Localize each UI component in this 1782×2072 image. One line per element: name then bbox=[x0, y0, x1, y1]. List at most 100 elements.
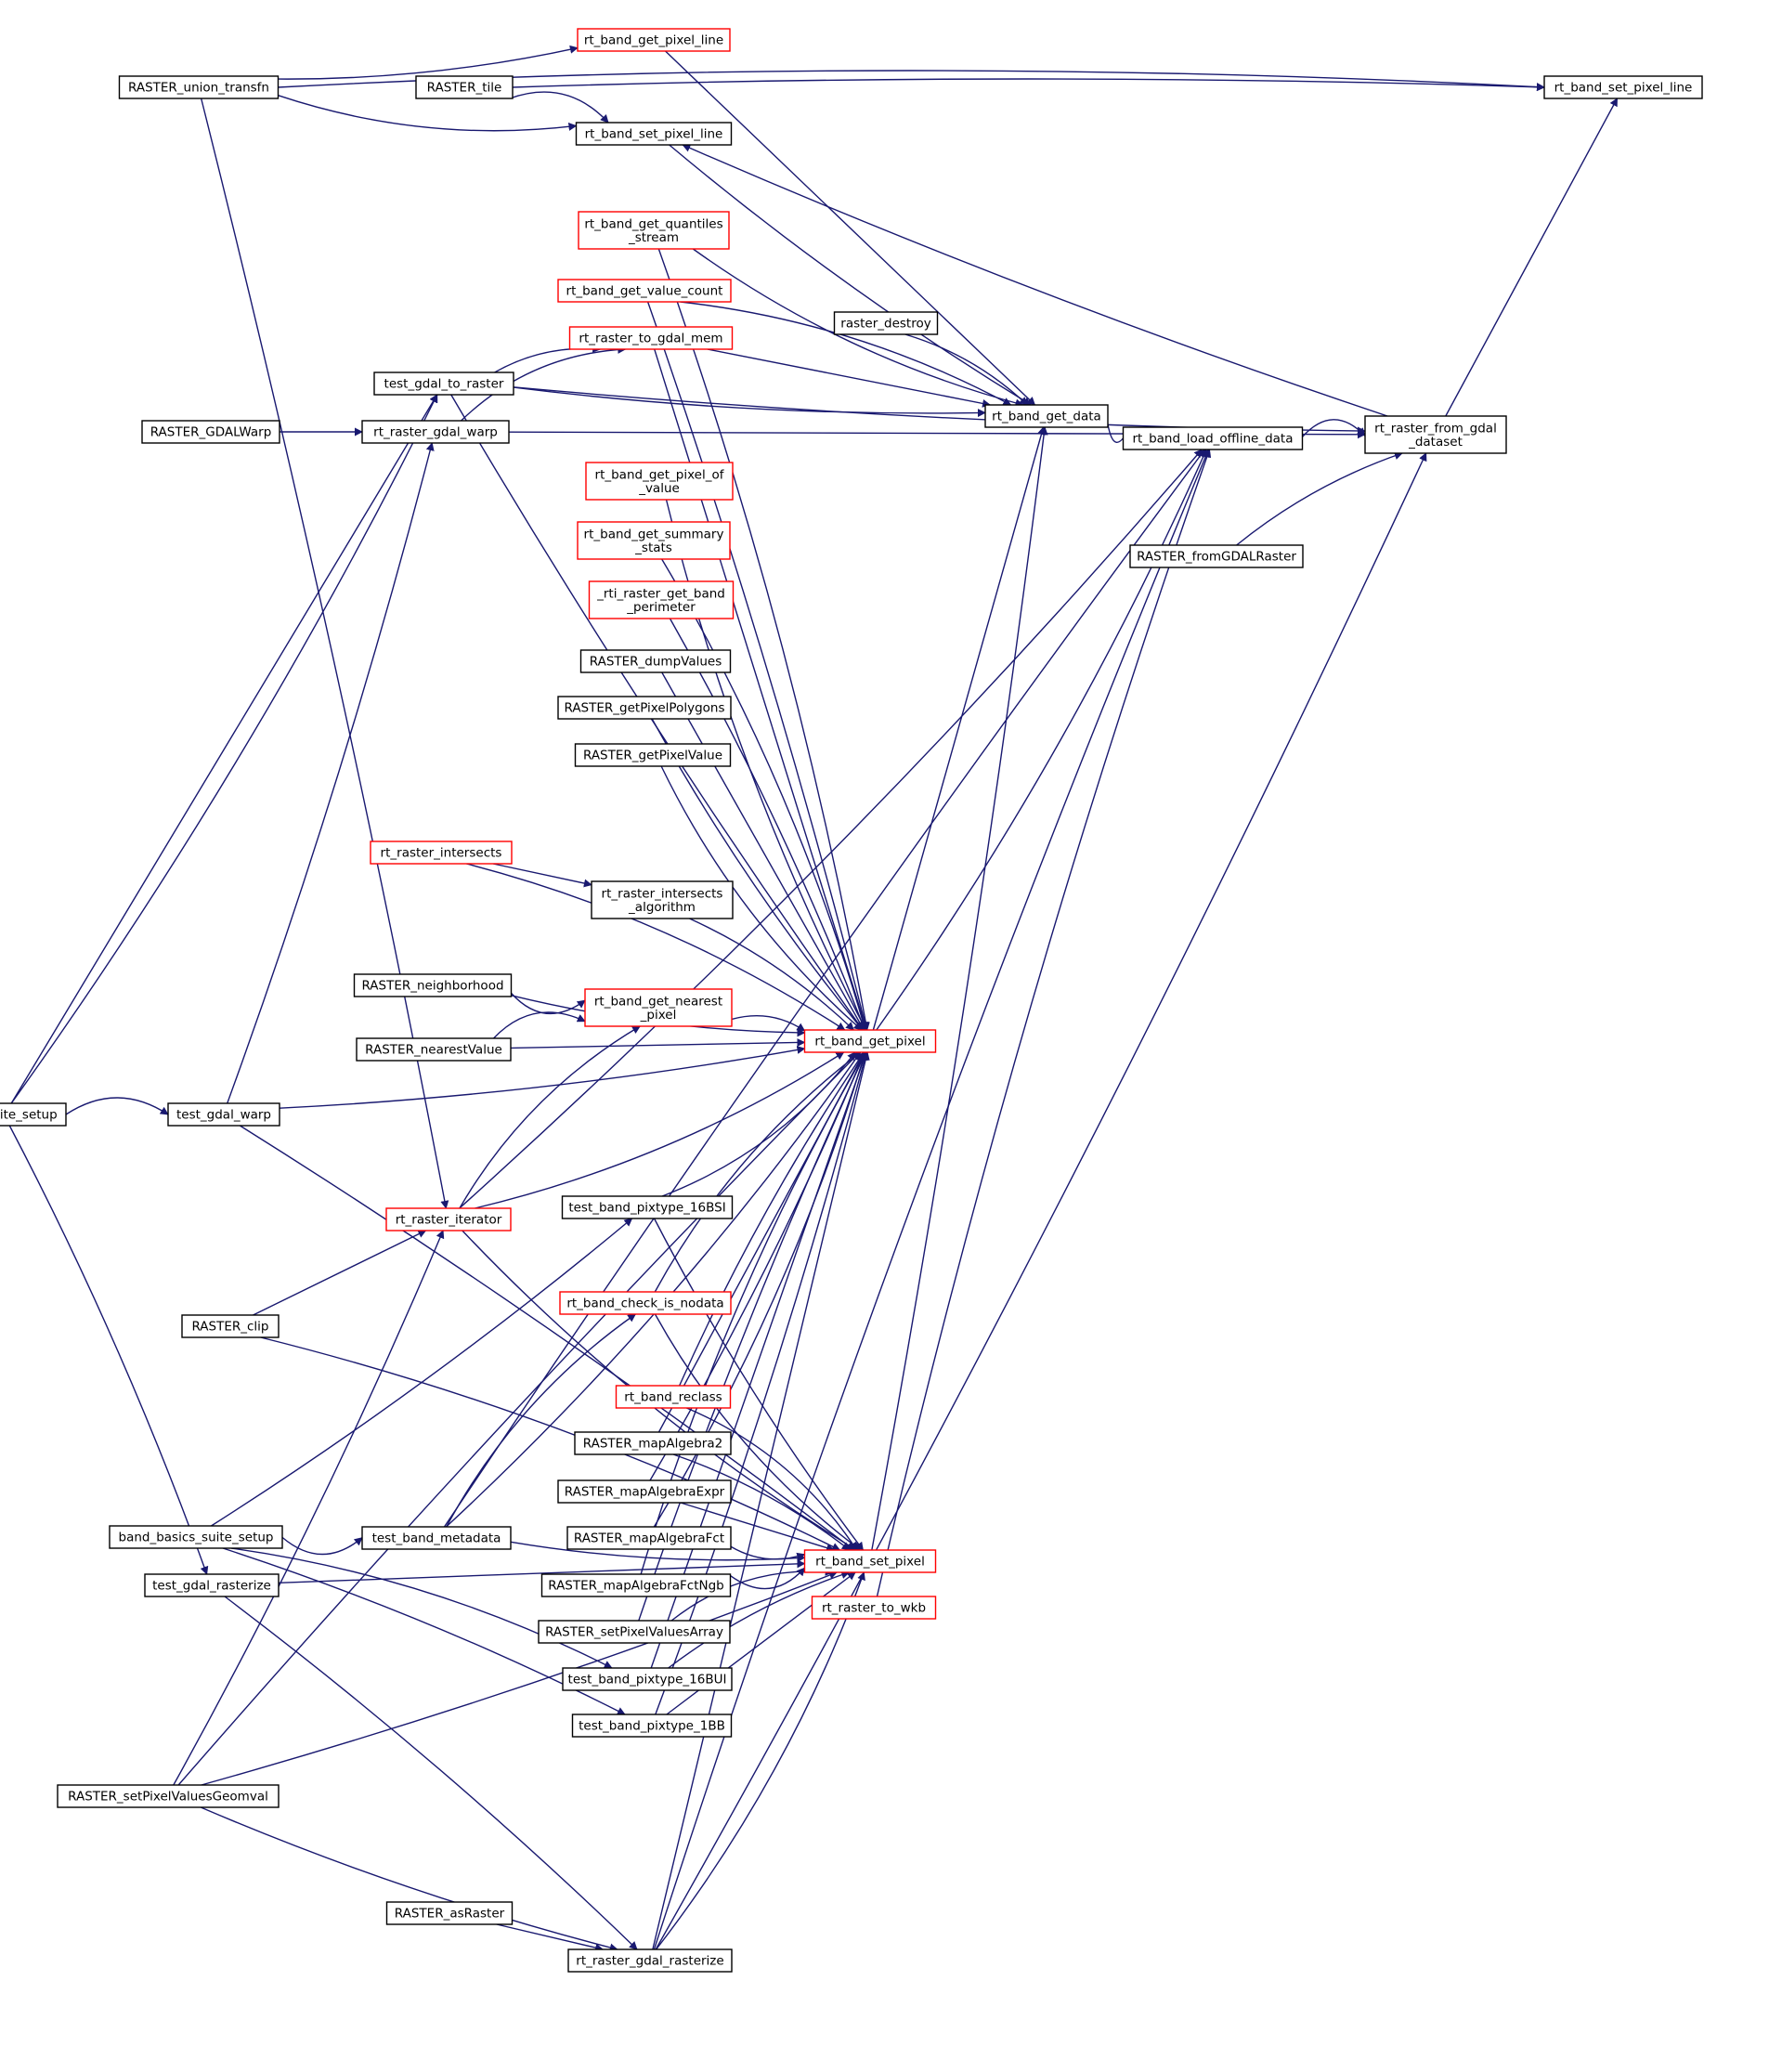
node-box[interactable] bbox=[803, 1549, 937, 1573]
node-raster-union-transfn[interactable]: RASTER_union_transfn bbox=[118, 75, 280, 99]
node-rt-band-get-nearest-pixel[interactable]: rt_band_get_nearest_pixel bbox=[584, 988, 733, 1027]
node-raster-mapalgebraexpr[interactable]: RASTER_mapAlgebraExpr bbox=[557, 1479, 732, 1504]
node-raster-neighborhood[interactable]: RASTER_neighborhood bbox=[353, 973, 513, 997]
node-box[interactable] bbox=[356, 1037, 512, 1062]
node-box[interactable] bbox=[577, 521, 731, 560]
node-box[interactable] bbox=[585, 462, 734, 501]
node-box[interactable] bbox=[591, 880, 734, 919]
node-rt-band-check-is-nodata[interactable]: rt_band_check_is_nodata bbox=[559, 1291, 732, 1315]
node-box[interactable] bbox=[811, 1596, 937, 1620]
node-rt-band-set-pixel-line-main[interactable]: rt_band_set_pixel_line bbox=[1543, 75, 1703, 99]
node-rt-band-get-value-count[interactable]: rt_band_get_value_count bbox=[557, 279, 732, 303]
node-box[interactable] bbox=[538, 1620, 731, 1644]
node-box[interactable] bbox=[141, 420, 280, 444]
node-test-band-metadata[interactable]: test_band_metadata bbox=[361, 1526, 512, 1550]
node-box[interactable] bbox=[567, 1948, 733, 1973]
node-rt-band-get-quantiles-stream[interactable]: rt_band_get_quantiles_stream bbox=[578, 211, 730, 250]
node-rti-raster-get-band-perimeter[interactable]: _rti_raster_get_band_perimeter bbox=[588, 580, 735, 619]
node-rt-raster-intersects[interactable]: rt_raster_intersects bbox=[370, 841, 513, 865]
node-box[interactable] bbox=[361, 1526, 512, 1550]
node-rt-raster-from-gdal-dataset[interactable]: rt_raster_from_gdal_dataset bbox=[1364, 415, 1507, 454]
node-box[interactable] bbox=[575, 122, 733, 146]
node-box[interactable] bbox=[571, 1714, 733, 1738]
node-box[interactable] bbox=[57, 1784, 280, 1808]
node-gdal-suite-setup[interactable]: gdal_suite_setup bbox=[0, 1102, 67, 1127]
node-raster-setpixelvaluesarray[interactable]: RASTER_setPixelValuesArray bbox=[538, 1620, 731, 1644]
node-box[interactable] bbox=[1129, 544, 1304, 568]
node-raster-nearestvalue[interactable]: RASTER_nearestValue bbox=[356, 1037, 512, 1062]
node-raster-mapalgebra2[interactable]: RASTER_mapAlgebra2 bbox=[574, 1431, 732, 1455]
node-box[interactable] bbox=[568, 326, 734, 350]
node-box[interactable] bbox=[109, 1525, 283, 1549]
node-box[interactable] bbox=[1543, 75, 1703, 99]
node-rt-band-get-summary-stats[interactable]: rt_band_get_summary_stats bbox=[577, 521, 731, 560]
node-rt-band-get-pixel-line[interactable]: rt_band_get_pixel_line bbox=[577, 28, 731, 52]
node-box[interactable] bbox=[984, 404, 1109, 428]
node-rt-raster-gdal-warp[interactable]: rt_raster_gdal_warp bbox=[361, 420, 510, 444]
node-test-band-pixtype-16bui[interactable]: test_band_pixtype_16BUI bbox=[562, 1667, 733, 1691]
node-box[interactable] bbox=[181, 1314, 280, 1338]
node-rt-raster-gdal-rasterize[interactable]: rt_raster_gdal_rasterize bbox=[567, 1948, 733, 1973]
node-box[interactable] bbox=[557, 1479, 732, 1504]
node-box[interactable] bbox=[578, 211, 730, 250]
node-box[interactable] bbox=[540, 1573, 732, 1597]
node-box[interactable] bbox=[574, 743, 732, 767]
node-box[interactable] bbox=[574, 1431, 732, 1455]
node-raster-getpixelvalue[interactable]: RASTER_getPixelValue bbox=[574, 743, 732, 767]
node-box[interactable] bbox=[561, 1195, 734, 1219]
node-box[interactable] bbox=[373, 371, 514, 396]
node-box[interactable] bbox=[615, 1385, 732, 1409]
node-raster-asraster[interactable]: RASTER_asRaster bbox=[385, 1901, 514, 1925]
node-box[interactable] bbox=[803, 1029, 937, 1053]
node-rt-raster-intersects-algorithm[interactable]: rt_raster_intersects_algorithm bbox=[591, 880, 734, 919]
node-box[interactable] bbox=[0, 1102, 67, 1127]
node-rt-raster-to-gdal-mem[interactable]: rt_raster_to_gdal_mem bbox=[568, 326, 734, 350]
node-raster-setpixelvaluesgeomval[interactable]: RASTER_setPixelValuesGeomval bbox=[57, 1784, 280, 1808]
node-rt-band-get-pixel-of-value[interactable]: rt_band_get_pixel_of_value bbox=[585, 462, 734, 501]
node-test-band-pixtype-16bsi[interactable]: test_band_pixtype_16BSI bbox=[561, 1195, 734, 1219]
node-box[interactable] bbox=[562, 1667, 733, 1691]
node-test-band-pixtype-1bb[interactable]: test_band_pixtype_1BB bbox=[571, 1714, 733, 1738]
node-rt-band-set-pixel-line[interactable]: rt_band_set_pixel_line bbox=[575, 122, 733, 146]
node-box[interactable] bbox=[167, 1102, 280, 1127]
node-band-basics-suite-setup[interactable]: band_basics_suite_setup bbox=[109, 1525, 283, 1549]
node-raster-gdalwarp[interactable]: RASTER_GDALWarp bbox=[141, 420, 280, 444]
node-raster-getpixelpolygons[interactable]: RASTER_getPixelPolygons bbox=[557, 696, 732, 720]
node-rt-band-reclass[interactable]: rt_band_reclass bbox=[615, 1385, 732, 1409]
node-box[interactable] bbox=[353, 973, 513, 997]
node-box[interactable] bbox=[385, 1901, 514, 1925]
node-rt-band-set-pixel[interactable]: rt_band_set_pixel bbox=[803, 1549, 937, 1573]
node-test-gdal-rasterize[interactable]: test_gdal_rasterize bbox=[144, 1573, 280, 1597]
node-box[interactable] bbox=[370, 841, 513, 865]
node-box[interactable] bbox=[1364, 415, 1507, 454]
node-box[interactable] bbox=[577, 28, 731, 52]
node-box[interactable] bbox=[584, 988, 733, 1027]
node-rt-band-load-offline-data[interactable]: rt_band_load_offline_data bbox=[1122, 426, 1304, 450]
node-raster-destroy[interactable]: raster_destroy bbox=[833, 311, 939, 335]
node-test-gdal-to-raster[interactable]: test_gdal_to_raster bbox=[373, 371, 514, 396]
node-raster-mapalgebrafctngb[interactable]: RASTER_mapAlgebraFctNgb bbox=[540, 1573, 732, 1597]
node-box[interactable] bbox=[1122, 426, 1304, 450]
node-box[interactable] bbox=[833, 311, 939, 335]
node-box[interactable] bbox=[566, 1526, 732, 1550]
node-box[interactable] bbox=[557, 696, 732, 720]
node-box[interactable] bbox=[559, 1291, 732, 1315]
node-box[interactable] bbox=[557, 279, 732, 303]
node-raster-tile[interactable]: RASTER_tile bbox=[415, 75, 514, 99]
node-raster-clip[interactable]: RASTER_clip bbox=[181, 1314, 280, 1338]
node-rt-raster-to-wkb[interactable]: rt_raster_to_wkb bbox=[811, 1596, 937, 1620]
node-rt-band-get-data[interactable]: rt_band_get_data bbox=[984, 404, 1109, 428]
node-rt-band-get-pixel[interactable]: rt_band_get_pixel bbox=[803, 1029, 937, 1053]
node-raster-dumpvalues[interactable]: RASTER_dumpValues bbox=[579, 649, 732, 673]
node-rt-raster-iterator[interactable]: rt_raster_iterator bbox=[385, 1207, 512, 1231]
node-box[interactable] bbox=[415, 75, 514, 99]
node-box[interactable] bbox=[118, 75, 280, 99]
node-box[interactable] bbox=[579, 649, 732, 673]
node-box[interactable] bbox=[385, 1207, 512, 1231]
node-box[interactable] bbox=[144, 1573, 280, 1597]
node-test-gdal-warp[interactable]: test_gdal_warp bbox=[167, 1102, 280, 1127]
node-box[interactable] bbox=[361, 420, 510, 444]
node-box[interactable] bbox=[588, 580, 735, 619]
node-raster-fromgdalraster[interactable]: RASTER_fromGDALRaster bbox=[1129, 544, 1304, 568]
node-raster-mapalgebrafct[interactable]: RASTER_mapAlgebraFct bbox=[566, 1526, 732, 1550]
